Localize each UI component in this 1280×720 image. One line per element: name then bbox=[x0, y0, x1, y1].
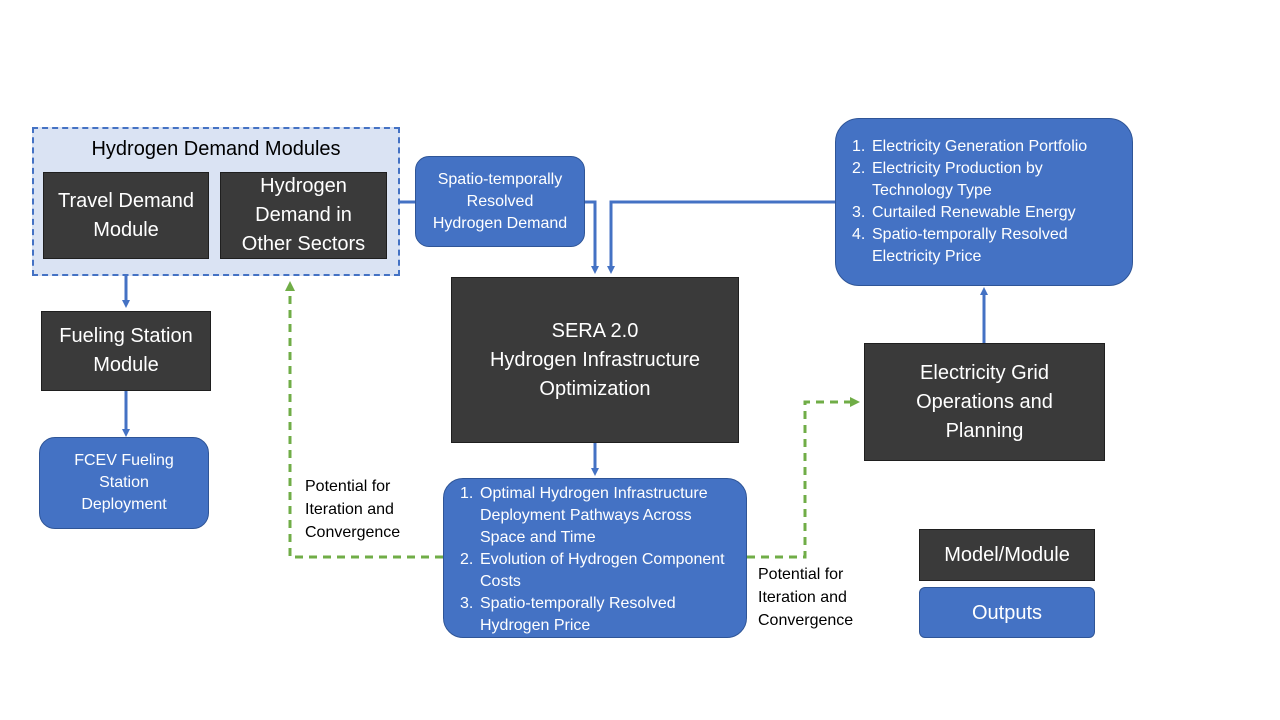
electricity-grid-module: Electricity Grid Operations and Planning bbox=[864, 343, 1105, 461]
grid-output-item: 1.Electricity Generation Portfolio bbox=[852, 138, 1088, 155]
sera-module: SERA 2.0 Hydrogen Infrastructure Optimiz… bbox=[451, 277, 739, 443]
grid-outputs-list: 1.Electricity Generation Portfolio 2.Ele… bbox=[852, 136, 1118, 268]
arrow-grid-outputs-to-sera bbox=[607, 200, 835, 274]
sera-outputs-list: 1.Optimal Hydrogen Infrastructure Deploy… bbox=[460, 483, 732, 637]
legend-output-swatch: Outputs bbox=[919, 587, 1095, 638]
iteration-note-left: Potential for Iteration and Convergence bbox=[305, 478, 401, 541]
spatio-demand-output: Spatio-temporally Resolved Hydrogen Dema… bbox=[415, 156, 585, 247]
grid-output-item: 3.Curtailed Renewable Energy bbox=[852, 204, 1076, 221]
fueling-station-module: Fueling Station Module bbox=[41, 311, 211, 391]
sera-output-item: 3.Spatio-temporally Resolved Hydrogen Pr… bbox=[460, 595, 676, 634]
grid-output-item: 2.Electricity Production by Technology T… bbox=[852, 160, 1043, 199]
sera-output-item: 2.Evolution of Hydrogen Component Costs bbox=[460, 551, 725, 590]
grid-output-item: 4.Spatio-temporally Resolved Electricity… bbox=[852, 226, 1068, 265]
iteration-arrow-right bbox=[747, 397, 860, 559]
hydrogen-other-sectors-module: Hydrogen Demand in Other Sectors bbox=[220, 172, 387, 259]
fcev-output: FCEV Fueling Station Deployment bbox=[39, 437, 209, 529]
travel-demand-module: Travel Demand Module bbox=[43, 172, 209, 259]
sera-outputs: 1.Optimal Hydrogen Infrastructure Deploy… bbox=[443, 478, 747, 638]
grid-outputs: 1.Electricity Generation Portfolio 2.Ele… bbox=[835, 118, 1133, 286]
sera-output-item: 1.Optimal Hydrogen Infrastructure Deploy… bbox=[460, 485, 708, 546]
hydrogen-demand-group-title: Hydrogen Demand Modules bbox=[91, 138, 341, 160]
iteration-note-right: Potential for Iteration and Convergence bbox=[758, 566, 854, 629]
legend-model-swatch: Model/Module bbox=[919, 529, 1095, 581]
